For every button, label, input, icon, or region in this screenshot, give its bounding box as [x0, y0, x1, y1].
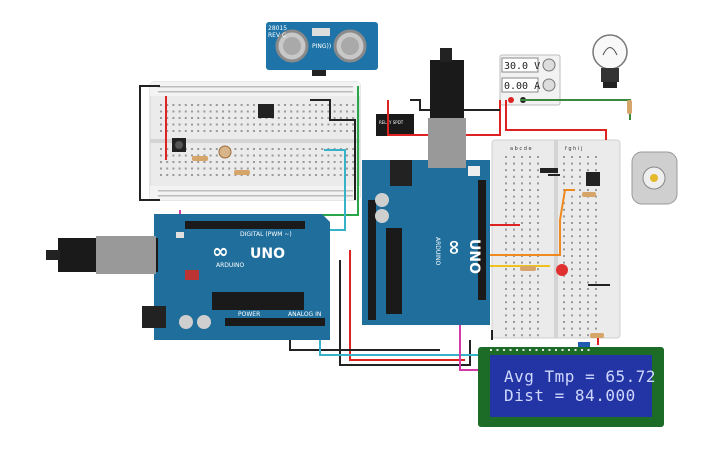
dc-motor[interactable]: [631, 151, 678, 205]
board-label-right: UNO: [466, 239, 482, 274]
sensor-name: PING)): [312, 43, 331, 50]
pushbutton[interactable]: [172, 138, 186, 152]
lcd-display: Avg Tmp = 65.72 Dist = 84.000: [478, 347, 664, 427]
light-bulb[interactable]: [592, 34, 628, 88]
arduino-left[interactable]: ∞ UNO ARDUINO DIGITAL (PWM ~) POWER ANAL…: [46, 214, 330, 340]
ultrasonic-sensor[interactable]: PING)) 28015 REV C: [266, 22, 378, 76]
logo-infinity-left: ∞: [212, 239, 229, 263]
diode: [540, 168, 558, 173]
svg-text:RELAY SPDT: RELAY SPDT: [379, 120, 404, 125]
svg-text:a b c d e: a b c d e: [510, 146, 532, 152]
psu-current: 0.00 A: [504, 81, 540, 92]
logo-infinity-right: ∞: [443, 239, 467, 256]
resistors: [192, 100, 632, 338]
breadboard-left[interactable]: [149, 81, 361, 201]
photoresistor: [218, 145, 232, 159]
lcd-line-1: Avg Tmp = 65.72: [504, 367, 656, 386]
svg-text:f g h i j: f g h i j: [565, 146, 582, 152]
current-knob[interactable]: [542, 78, 556, 92]
voltage-knob[interactable]: [542, 58, 556, 72]
temperature-sensor: [258, 104, 274, 118]
analog-label-left: ANALOG IN: [288, 311, 321, 318]
board-label-left: UNO: [250, 246, 285, 262]
brand-left: ARDUINO: [216, 262, 245, 269]
arduino-right[interactable]: ∞ UNO ARDUINO: [362, 48, 490, 325]
lcd-line-2: Dist = 84.000: [504, 386, 636, 405]
power-label-left: POWER: [238, 311, 260, 318]
power-supply[interactable]: 30.0 V 0.00 A: [499, 54, 561, 106]
transistor: [586, 172, 600, 186]
sensor-rev: REV C: [268, 32, 286, 39]
digital-label-left: DIGITAL (PWM ~): [240, 231, 292, 238]
psu-voltage: 30.0 V: [504, 61, 540, 72]
breadboard-right[interactable]: a b c d e f g h i j: [491, 139, 621, 339]
brand-right: ARDUINO: [434, 237, 441, 266]
red-led: [556, 264, 568, 276]
sensor-model: 28015: [268, 25, 287, 32]
relay[interactable]: RELAY SPDT: [376, 114, 414, 136]
